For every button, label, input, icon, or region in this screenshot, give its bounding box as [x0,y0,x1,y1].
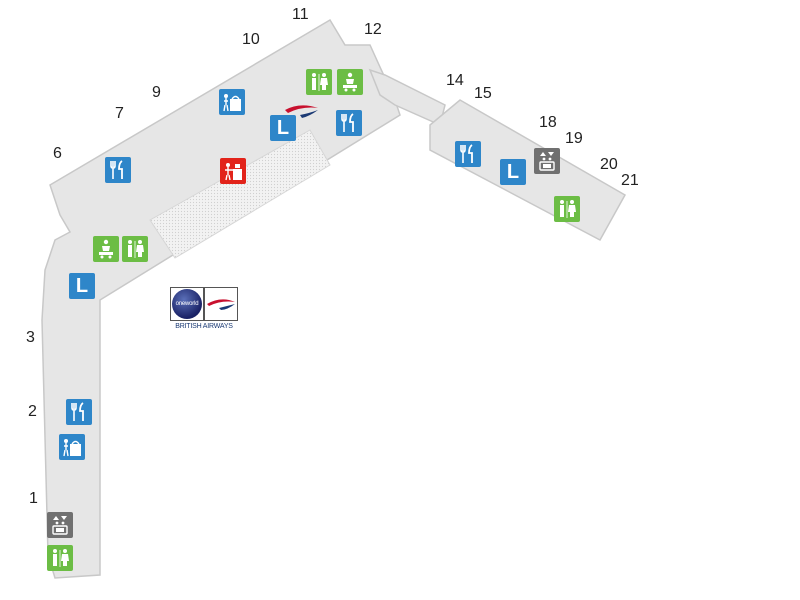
shopping-icon[interactable] [219,89,245,115]
toilets-icon[interactable] [554,196,580,222]
lounge-icon[interactable]: L [500,159,526,185]
baby-change-icon[interactable] [93,236,119,262]
speedmarque-mark [285,105,318,113]
gate-label-7: 7 [115,105,124,122]
gate-label-10: 10 [242,31,260,48]
gate-label-15: 15 [474,85,492,102]
oneworld-globe: oneworld [172,289,202,319]
gate-label-18: 18 [539,114,557,131]
toilets-icon[interactable] [122,236,148,262]
toilets-icon[interactable] [47,545,73,571]
lounge-letter: L [276,117,290,139]
gate-label-21: 21 [621,172,639,189]
fork-knife-icon[interactable] [66,399,92,425]
gate-label-1: 1 [29,490,38,507]
fork-knife-icon[interactable] [336,110,362,136]
lounge-letter: L [75,275,89,297]
airside-dotted-area [149,129,331,259]
oneworld-logo: oneworld [170,287,204,321]
lift-icon[interactable] [47,512,73,538]
british-airways-speedmarque [204,287,238,321]
gate-label-19: 19 [565,130,583,147]
oneworld-text: oneworld [175,301,199,307]
information-icon[interactable] [220,158,246,184]
british-airways-name: BRITISH AIRWAYS [175,323,233,330]
gate-label-11: 11 [292,6,309,23]
lounge-letter: L [506,161,520,183]
shopping-icon[interactable] [59,434,85,460]
gate-label-14: 14 [446,72,464,89]
fork-knife-icon[interactable] [455,141,481,167]
speedmarque-mark-blue [300,110,318,118]
baby-change-icon[interactable] [337,69,363,95]
toilets-icon[interactable] [306,69,332,95]
fork-knife-icon[interactable] [105,157,131,183]
terminal-right-pier [429,99,627,242]
gate-label-6: 6 [53,145,62,162]
gate-label-9: 9 [152,84,161,101]
gate-label-12: 12 [364,21,382,38]
lounge-icon[interactable]: L [69,273,95,299]
gate-label-20: 20 [600,156,618,173]
gate-label-3: 3 [26,329,35,346]
oneworld-british-airways-logo: oneworld BRITISH AIRWAYS [170,287,238,333]
lounge-icon[interactable]: L [270,115,296,141]
lift-icon[interactable] [534,148,560,174]
gate-label-2: 2 [28,403,37,420]
